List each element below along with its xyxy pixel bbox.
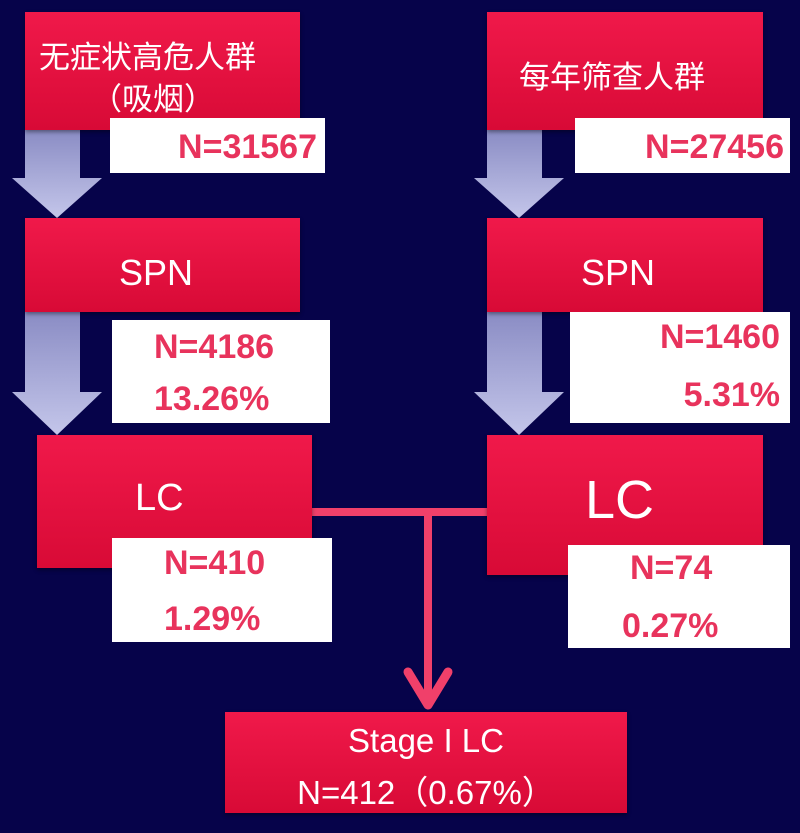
annual-screening-box: 每年筛查人群 — [487, 12, 763, 130]
down-arrow-icon — [474, 312, 564, 435]
count: N=74 — [630, 549, 713, 587]
box-title: 无症状高危人群 — [39, 40, 256, 75]
down-arrow-icon — [12, 312, 102, 435]
count-box: N=31567 — [110, 118, 325, 173]
count-box: N=4186 13.26% — [112, 320, 330, 423]
arrow-head-icon — [403, 667, 453, 710]
result-count: N=412（0.67%） — [297, 774, 555, 811]
box-title: 每年筛查人群 — [519, 60, 705, 95]
percent: 13.26% — [154, 380, 270, 418]
spn-box-left: SPN — [25, 218, 300, 312]
box-title: SPN — [119, 252, 194, 293]
smokers-box: 无症状高危人群 （吸烟） — [25, 12, 300, 130]
count: N=1460 — [659, 318, 780, 356]
box-title: LC — [135, 477, 184, 519]
box-title: Stage I LC — [348, 722, 504, 759]
percent: 1.29% — [164, 600, 261, 638]
box-title: SPN — [581, 252, 656, 293]
count-box: N=74 0.27% — [568, 545, 790, 648]
count-box: N=27456 — [575, 118, 790, 173]
down-arrow-icon — [12, 130, 102, 218]
stage-i-lc-box: Stage I LC N=412（0.67%） — [225, 712, 627, 813]
count-box: N=410 1.29% — [112, 538, 332, 642]
box-title: LC — [585, 470, 655, 530]
count: N=27456 — [645, 128, 784, 166]
count-box: N=1460 5.31% — [570, 312, 790, 423]
count: N=4186 — [154, 328, 275, 366]
spn-box-right: SPN — [487, 218, 763, 312]
box-subtitle: （吸烟） — [91, 82, 215, 117]
count: N=410 — [164, 544, 266, 582]
down-arrow-icon — [474, 130, 564, 218]
count: N=31567 — [178, 128, 317, 166]
percent: 0.27% — [622, 607, 719, 645]
percent: 5.31% — [683, 376, 780, 414]
